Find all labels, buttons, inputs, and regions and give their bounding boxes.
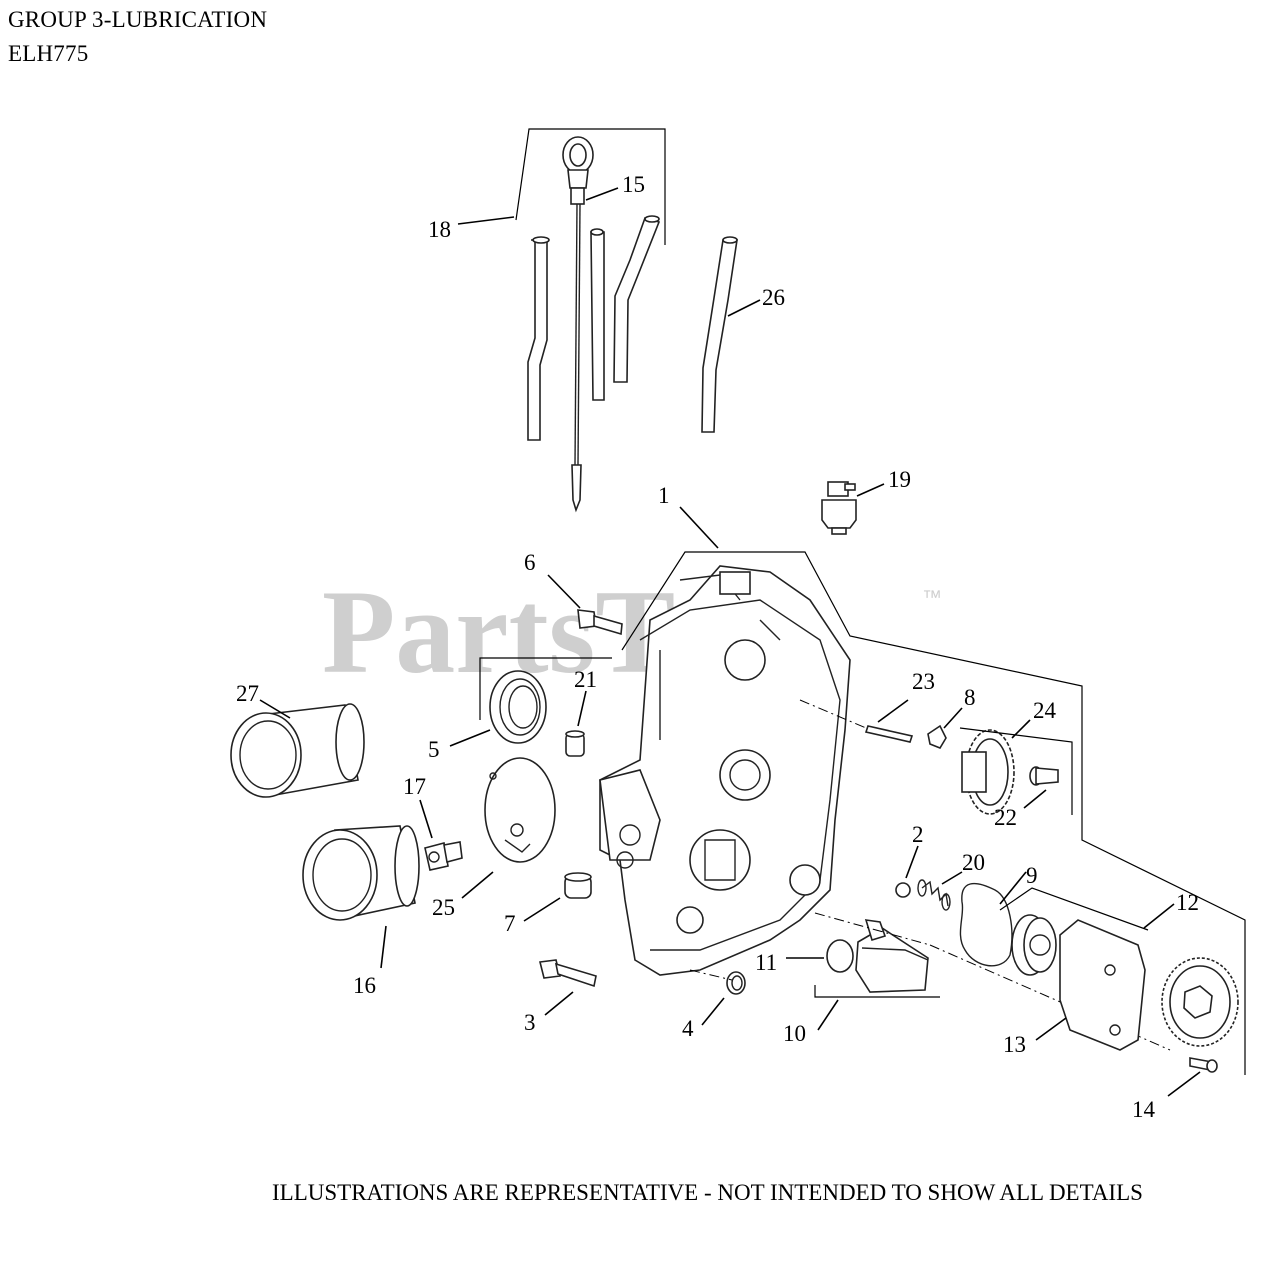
part-5-oil-seal[interactable]	[489, 670, 547, 744]
bracket-5	[479, 657, 612, 720]
leader-17	[419, 799, 433, 839]
callout-4: 4	[682, 1016, 694, 1041]
leader-7	[523, 897, 561, 922]
leader-8	[943, 707, 963, 729]
callout-14: 14	[1132, 1097, 1156, 1122]
callout-27: 27	[236, 681, 259, 706]
callout-11: 11	[755, 950, 777, 975]
callout-23: 23	[912, 669, 935, 694]
part-3-bolt[interactable]	[539, 959, 597, 988]
bracket-24	[959, 727, 1073, 815]
disclaimer-note: ILLUSTRATIONS ARE REPRESENTATIVE - NOT I…	[272, 1180, 1143, 1205]
watermark-trademark: ™	[922, 587, 942, 609]
leader-14	[1167, 1071, 1201, 1097]
model-number: ELH775	[8, 41, 89, 66]
leader-10	[817, 999, 839, 1031]
part-4-washer[interactable]	[726, 971, 746, 995]
leader-21	[577, 690, 587, 727]
part-22-pin[interactable]	[1029, 766, 1059, 786]
diagram-title: GROUP 3-LUBRICATION	[8, 7, 268, 32]
leader-16	[380, 925, 387, 969]
bracket-18	[515, 128, 666, 245]
callout-1: 1	[658, 483, 670, 508]
part-11-o-ring[interactable]	[826, 939, 854, 973]
part-15-dipstick[interactable]	[562, 136, 594, 513]
callout-19: 19	[888, 467, 911, 492]
part-23-shaft[interactable]	[864, 725, 914, 743]
callout-26: 26	[762, 285, 785, 310]
callout-9: 9	[1026, 863, 1038, 888]
callout-13: 13	[1003, 1032, 1026, 1057]
axis-line-4	[689, 969, 733, 981]
part-6-bolt[interactable]	[577, 609, 623, 636]
leader-12	[1143, 903, 1175, 929]
part-2-ball[interactable]	[895, 882, 911, 898]
part-21-dowel[interactable]	[565, 730, 585, 757]
callout-20: 20	[962, 850, 985, 875]
bracket-10	[814, 985, 940, 998]
part-9-gasket[interactable]	[959, 882, 1013, 967]
leader-22	[1023, 789, 1047, 809]
leader-1	[679, 506, 719, 549]
part-16-oil-filter[interactable]	[302, 825, 420, 921]
axis-line-pump-2	[929, 944, 1171, 1051]
leader-4	[701, 997, 725, 1026]
leader-13	[1035, 1017, 1067, 1041]
leader-9	[999, 871, 1027, 905]
callout-8: 8	[964, 685, 976, 710]
part-10-oil-pickup[interactable]	[855, 919, 929, 993]
part-14-screw[interactable]	[1189, 1057, 1218, 1073]
leader-2	[905, 845, 919, 879]
part-25-plate[interactable]	[484, 757, 556, 863]
callout-21: 21	[574, 667, 597, 692]
part-24-governor-gear[interactable]	[961, 729, 1015, 815]
callout-15: 15	[622, 172, 645, 197]
callout-6: 6	[524, 550, 536, 575]
leader-24	[1011, 719, 1031, 739]
part-19-oil-pressure-sensor[interactable]	[821, 481, 857, 535]
part-8-clip[interactable]	[927, 724, 947, 749]
callout-5: 5	[428, 737, 440, 762]
callout-18: 18	[428, 217, 451, 242]
leader-20	[941, 871, 963, 885]
part-7-bushing[interactable]	[564, 872, 592, 899]
leader-15	[585, 187, 619, 201]
leader-23	[877, 699, 909, 723]
leader-3	[544, 991, 574, 1016]
leader-6	[547, 574, 581, 609]
callout-16: 16	[353, 973, 376, 998]
leader-5	[449, 729, 491, 747]
callout-10: 10	[783, 1021, 806, 1046]
leader-26	[727, 299, 761, 317]
part-12-oil-pump[interactable]	[1011, 914, 1057, 976]
callout-22: 22	[994, 805, 1017, 830]
callout-7: 7	[504, 911, 516, 936]
leader-25	[461, 871, 494, 899]
part-13-pump-cover[interactable]	[1059, 919, 1239, 1051]
leader-27	[259, 699, 291, 719]
leader-18	[457, 216, 515, 225]
part-17-fitting[interactable]	[424, 841, 463, 871]
callout-3: 3	[524, 1010, 536, 1035]
part-27-oil-filter[interactable]	[230, 703, 365, 798]
bracket-1	[621, 551, 1246, 1075]
part-1-closure-plate[interactable]	[599, 565, 851, 976]
callout-25: 25	[432, 895, 455, 920]
bracket-12	[999, 887, 1149, 931]
callout-2: 2	[912, 822, 924, 847]
part-20-spring[interactable]	[917, 879, 951, 911]
axis-line-23	[799, 699, 867, 729]
part-26-tube[interactable]	[701, 236, 738, 433]
callout-24: 24	[1033, 698, 1057, 723]
part-18-dipstick-tubes[interactable]	[527, 215, 661, 441]
leader-19	[856, 483, 885, 497]
callout-12: 12	[1176, 890, 1199, 915]
callout-17: 17	[403, 774, 426, 799]
